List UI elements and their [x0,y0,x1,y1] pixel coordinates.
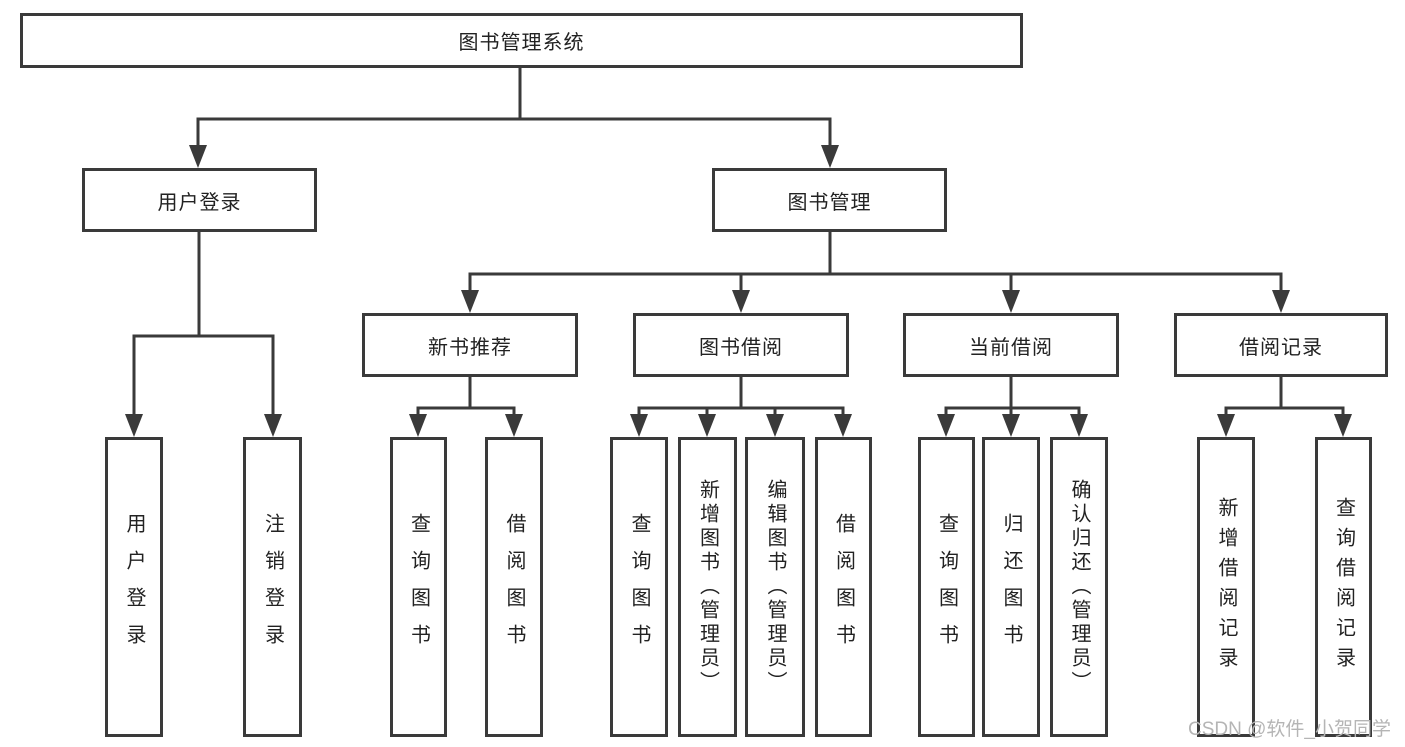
node-borrow-records: 借阅记录 [1174,313,1388,377]
node-library-system-label: 图书管理系统 [458,32,585,54]
leaf-add-borrow-record: 新增借阅记录 [1197,437,1255,737]
leaf-query-books-recommend: 查询图书 [390,437,447,737]
node-book-borrow-label: 图书借阅 [699,336,783,359]
node-new-book-recommend-label: 新书推荐 [428,336,512,359]
node-library-system: 图书管理系统 [20,13,1023,68]
arrowheads [125,145,1352,437]
node-borrow-records-label: 借阅记录 [1239,336,1323,359]
leaf-user-login: 用户登录 [105,437,163,737]
leaf-query-books-borrow-label: 查询图书 [628,513,650,661]
node-book-borrow: 图书借阅 [633,313,849,377]
leaf-borrow-books: 借阅图书 [815,437,872,737]
leaf-borrow-books-recommend: 借阅图书 [485,437,543,737]
leaf-borrow-books-recommend-label: 借阅图书 [503,513,525,661]
leaf-logout: 注销登录 [243,437,302,737]
node-new-book-recommend: 新书推荐 [362,313,578,377]
leaf-query-books-borrow: 查询图书 [610,437,668,737]
leaf-borrow-books-label: 借阅图书 [832,513,855,661]
leaf-query-books-current: 查询图书 [918,437,975,737]
csdn-watermark: CSDN @软件_小贺同学 [1188,719,1391,740]
leaf-return-book: 归还图书 [982,437,1040,737]
leaf-confirm-return-admin: 确认归还（管理员） [1050,437,1108,737]
leaf-edit-book-admin-label: 编辑图书（管理员） [764,479,786,695]
leaf-add-book-admin: 新增图书（管理员） [678,437,737,737]
node-book-management: 图书管理 [712,168,947,232]
leaf-query-books-recommend-label: 查询图书 [407,513,430,661]
node-user-login-label: 用户登录 [157,191,242,214]
leaf-add-borrow-record-label: 新增借阅记录 [1215,497,1237,677]
leaf-logout-label: 注销登录 [261,513,284,661]
leaf-user-login-label: 用户登录 [123,513,145,661]
leaf-add-book-admin-label: 新增图书（管理员） [696,479,719,695]
leaf-query-borrow-record-label: 查询借阅记录 [1332,497,1355,677]
node-book-management-label: 图书管理 [787,191,872,214]
node-current-borrow: 当前借阅 [903,313,1119,377]
leaf-return-book-label: 归还图书 [1000,513,1022,661]
node-user-login: 用户登录 [82,168,317,232]
leaf-query-borrow-record: 查询借阅记录 [1315,437,1372,737]
leaf-confirm-return-admin-label: 确认归还（管理员） [1068,479,1090,695]
node-current-borrow-label: 当前借阅 [969,336,1053,359]
leaf-query-books-current-label: 查询图书 [935,513,958,661]
leaf-edit-book-admin: 编辑图书（管理员） [745,437,805,737]
